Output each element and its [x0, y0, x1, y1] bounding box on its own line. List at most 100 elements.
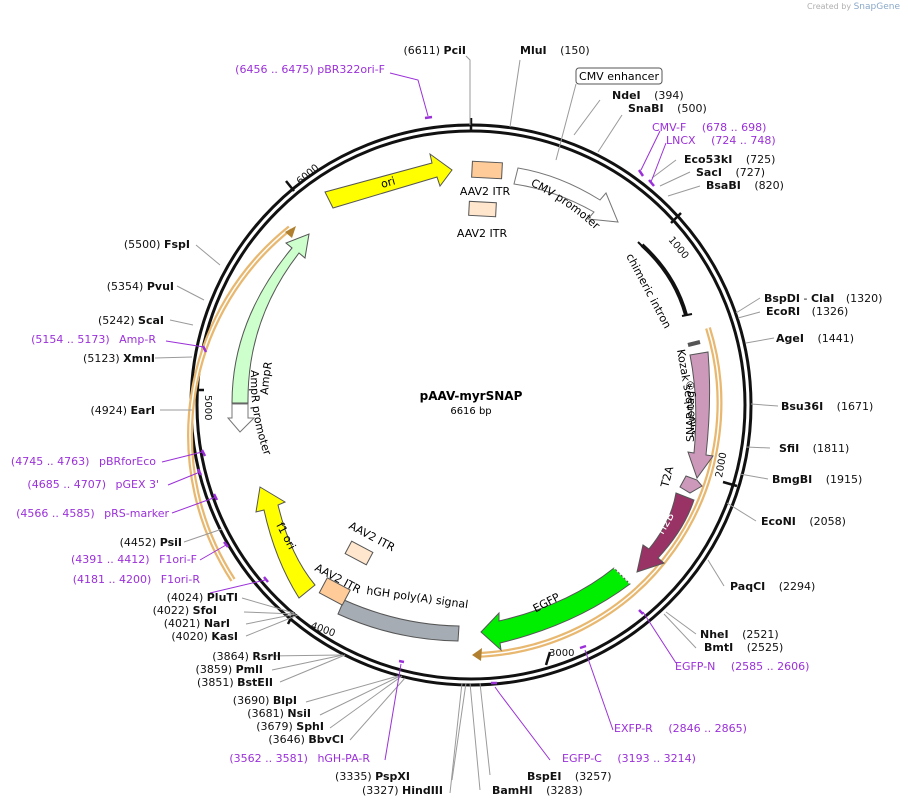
ampr-promoter-feature[interactable]: [226, 403, 256, 433]
enzyme-xmni[interactable]: (5123) XmnI: [83, 352, 155, 365]
enzyme-bmgbi[interactable]: BmgBI (1915): [772, 473, 862, 486]
enzyme-bsteii[interactable]: (3851) BstEII: [197, 676, 273, 689]
tick-label-1000: 1000: [666, 235, 691, 262]
kozak-feature[interactable]: [687, 340, 701, 347]
tick-1000: [670, 212, 682, 224]
ampr-label: AmpR: [258, 360, 275, 395]
itr-bottom-feature[interactable]: [318, 577, 351, 606]
enzyme-bsabi[interactable]: BsaBI (820): [706, 179, 784, 192]
ori-feature[interactable]: ori: [324, 152, 453, 209]
tick-2000: [722, 480, 738, 488]
primer-prs-marker[interactable]: (4566 .. 4585) pRS-marker: [16, 507, 169, 520]
cmv-enhancer-feature[interactable]: CMV enhancer: [575, 67, 663, 85]
primer-cmv-f[interactable]: CMV-F (678 .. 698): [652, 121, 766, 134]
orf-band-ampr-core: [189, 227, 291, 581]
primer-pgex3[interactable]: (4685 .. 4707) pGEX 3': [27, 478, 159, 491]
snapgene-logo: SnapGene: [853, 2, 900, 12]
primer-f1ori-r[interactable]: (4181 .. 4200) F1ori-R: [73, 573, 201, 586]
primer-lncx[interactable]: LNCX (724 .. 748): [666, 134, 776, 147]
primer-f1ori-f[interactable]: (4391 .. 4412) F1ori-F: [71, 553, 197, 566]
enzyme-nhei[interactable]: NheI (2521): [700, 628, 779, 641]
tick-label-3000: 3000: [549, 648, 574, 659]
snap-tag-feature[interactable]: SNAP-tag®: [684, 351, 714, 480]
enzyme-pvui[interactable]: (5354) PvuI: [107, 280, 174, 293]
primer-pbrforeco[interactable]: (4745 .. 4763) pBRforEco: [11, 455, 156, 468]
enzyme-bmti[interactable]: BmtI (2525): [704, 641, 783, 654]
t2a-feature[interactable]: [679, 475, 703, 494]
itr-bottom-inner-feature[interactable]: [344, 540, 374, 566]
itr-top-label: AAV2 ITR: [460, 185, 511, 198]
enzyme-bspei[interactable]: BspEI (3257): [527, 770, 612, 783]
cmv-enhancer-label: CMV enhancer: [579, 70, 659, 83]
enzyme-snabi[interactable]: SnaBI (500): [628, 102, 707, 115]
enzyme-leaders: [154, 55, 779, 794]
snap-tag-label: SNAP-tag®: [684, 380, 697, 442]
chimeric-intron-feature[interactable]: [640, 243, 688, 316]
enzyme-saci[interactable]: SacI (727): [696, 166, 765, 179]
enzyme-pmli[interactable]: (3859) PmlI: [196, 663, 263, 676]
primer-amp-r[interactable]: (5154 .. 5173) Amp-R: [31, 333, 156, 346]
enzyme-sfii[interactable]: SfiI (1811): [779, 442, 849, 455]
t2a-label: T2A: [658, 464, 676, 489]
enzyme-bspdi-clai[interactable]: BspDI - ClaI (1320): [764, 292, 882, 305]
ampr-feature[interactable]: AmpR: [231, 233, 310, 404]
primer-hgh-pa-r[interactable]: (3562 .. 3581) hGH-PA-R: [229, 752, 370, 765]
enzyme-ecori[interactable]: EcoRI (1326): [766, 305, 848, 318]
tick-3000: [544, 651, 552, 666]
enzyme-ndei[interactable]: NdeI (394): [612, 89, 684, 102]
enzyme-eco53ki[interactable]: Eco53kI (725): [684, 153, 775, 166]
itr-top-inner-label: AAV2 ITR: [457, 227, 508, 240]
enzyme-pcii[interactable]: (6611) PciI: [403, 44, 466, 57]
enzyme-nsii[interactable]: (3681) NsiI: [247, 707, 311, 720]
f1-ori-feature[interactable]: f1 ori: [255, 486, 316, 599]
enzyme-scai[interactable]: (5242) ScaI: [98, 314, 164, 327]
primer-pbr322ori-f[interactable]: (6456 .. 6475) pBR322ori-F: [235, 63, 385, 76]
orf-band-myrsnap-core: [475, 327, 721, 656]
plasmid-name: pAAV-myrSNAP: [420, 389, 523, 403]
snapgene-credit: Created by SnapGene: [807, 2, 900, 12]
primer-exfp-r[interactable]: EXFP-R (2846 .. 2865): [614, 722, 747, 735]
enzyme-labels: (6611) PciI MluI (150) NdeI (394) SnaBI …: [83, 44, 882, 797]
enzyme-blpi[interactable]: (3690) BlpI: [233, 694, 297, 707]
orf-ampr-arrowhead: [285, 226, 296, 238]
enzyme-pspxi[interactable]: (3335) PspXI: [335, 770, 410, 783]
itr-top-feature[interactable]: [471, 160, 503, 180]
enzyme-hindiii[interactable]: (3327) HindIII: [362, 784, 443, 797]
enzyme-agei[interactable]: AgeI (1441): [776, 332, 854, 345]
chimeric-intron-label: chimeric intron: [623, 251, 673, 330]
cmv-promoter-feature[interactable]: CMV promoter: [513, 167, 619, 232]
enzyme-kasi[interactable]: (4020) KasI: [171, 630, 238, 643]
orf-myrsnap-arrowhead: [472, 648, 482, 661]
enzyme-psii[interactable]: (4452) PsiI: [120, 536, 182, 549]
enzyme-bamhi[interactable]: BamHI (3283): [492, 784, 583, 797]
enzyme-sphi[interactable]: (3679) SphI: [256, 720, 324, 733]
primer-labels: (6456 .. 6475) pBR322ori-F CMV-F (678 ..…: [11, 63, 810, 765]
enzyme-mlui[interactable]: MluI (150): [520, 44, 590, 57]
enzyme-paqci[interactable]: PaqCI (2294): [730, 580, 815, 593]
scale-ticks: [190, 118, 738, 666]
enzyme-eari[interactable]: (4924) EarI: [90, 404, 155, 417]
credit-prefix: Created by: [807, 2, 852, 11]
enzyme-bsu36i[interactable]: Bsu36I (1671): [781, 400, 873, 413]
enzyme-bbvci[interactable]: (3646) BbvCI: [268, 733, 344, 746]
primer-marks: [196, 115, 655, 685]
primer-egfp-c[interactable]: EGFP-C (3193 .. 3214): [562, 752, 696, 765]
tick-label-2000: 2000: [714, 452, 729, 479]
primer-leaders: [161, 72, 677, 761]
enzyme-nari[interactable]: (4021) NarI: [164, 617, 230, 630]
enzyme-rsrii[interactable]: (3864) RsrII: [212, 650, 281, 663]
enzyme-econi[interactable]: EcoNI (2058): [761, 515, 846, 528]
plasmid-length: 6616 bp: [450, 406, 491, 417]
hgh-polya-label: hGH poly(A) signal: [366, 584, 469, 611]
enzyme-fspi[interactable]: (5500) FspI: [124, 238, 190, 251]
tick-6000: [285, 180, 295, 192]
itr-top-inner-feature[interactable]: [468, 200, 497, 218]
primer-egfp-n[interactable]: EGFP-N (2585 .. 2606): [675, 660, 809, 673]
enzyme-sfoi[interactable]: (4022) SfoI: [153, 604, 217, 617]
cmv-enhancer-leader: [555, 83, 577, 161]
hgh-polya-feature[interactable]: [337, 599, 460, 642]
enzyme-pluti[interactable]: (4024) PluTI: [167, 591, 238, 604]
tick-label-5000: 5000: [202, 395, 213, 420]
ori-label: ori: [379, 174, 396, 190]
